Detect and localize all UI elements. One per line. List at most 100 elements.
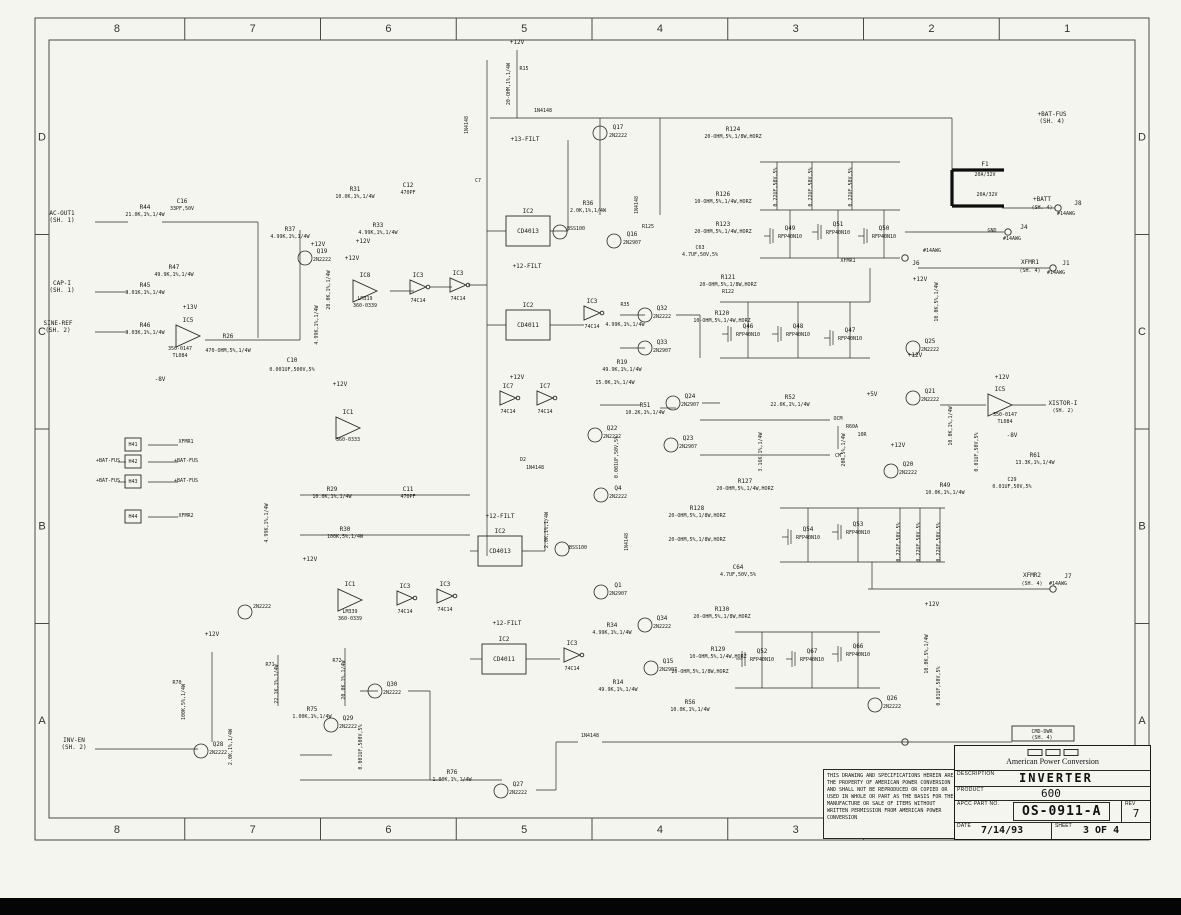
schematic-label: R127 (738, 478, 753, 485)
gate-ref: IC3 (440, 581, 451, 588)
schematic-label: 2N2222 (921, 347, 939, 353)
schematic-label: Q22 (607, 425, 618, 432)
schematic-label: RFP40N10 (750, 657, 774, 663)
schematic-label: Q50 (879, 225, 890, 232)
inverter-bubble (452, 593, 458, 599)
schematic-label: C10 (287, 357, 298, 364)
schematic-label: 0.22UF,50V,5% (936, 522, 942, 561)
ic-box (505, 215, 551, 247)
schematic-label: LM319 (357, 296, 372, 302)
part-number-value: OS-0911-A (1013, 802, 1111, 821)
opamp (337, 588, 364, 612)
schematic-label: H43 (128, 479, 137, 485)
schematic-label: (SH. 4) (1031, 735, 1052, 741)
gate-part: 74C14 (500, 409, 515, 415)
schematic-label: 0.22UF,50V,5% (773, 167, 779, 206)
schematic-label: +BAT-FUS (96, 458, 120, 464)
schematic-label: +13V (183, 304, 198, 311)
grid-label: 6 (385, 824, 391, 836)
schematic-label: J8 (1074, 200, 1082, 207)
schematic-label: INV-EN (63, 737, 85, 744)
schematic-label: Q32 (657, 305, 668, 312)
schematic-label: 360-0333 (336, 437, 360, 443)
connector-pin (1049, 585, 1057, 593)
gate-ref: IC7 (503, 383, 514, 390)
schematic-label: R45 (140, 282, 151, 289)
transistor-symbol (367, 683, 383, 699)
small-box (124, 454, 142, 469)
schematic-label: Q67 (807, 648, 818, 655)
schematic-label: 100K,5%,1/4W (181, 683, 187, 720)
schematic-label: Q19 (317, 248, 328, 255)
schematic-label: Q15 (663, 658, 674, 665)
schematic-label: R70 (172, 680, 181, 686)
schematic-label: R37 (285, 226, 296, 233)
schematic-label: +12V (356, 238, 371, 245)
schematic-label: Q46 (743, 323, 754, 330)
schematic-label: R19 (617, 359, 628, 366)
ic-part: CD4011 (493, 656, 515, 663)
schematic-label: Q54 (803, 526, 814, 533)
grid-label: 4 (657, 23, 663, 35)
schematic-label: J1 (1062, 260, 1070, 267)
schematic-label: 20-OHM,5%,1/8W,HORZ (699, 282, 756, 288)
schematic-label: 10-OHM,5%,1/4W,HORZ (689, 654, 746, 660)
schematic-label: 4.99K,1%,1/4W (264, 502, 270, 542)
schematic-label: R121 (721, 274, 736, 281)
schematic-label: 10.0K,1%,1/4W (670, 707, 710, 713)
schematic-label: 4.99K,1%,1/4W (592, 630, 632, 636)
transistor-symbol (193, 743, 209, 759)
schematic-label: 1N4148 (634, 196, 640, 214)
schematic-label: +12V (891, 442, 906, 449)
opamp-ref: IC1 (343, 409, 354, 416)
schematic-label: OCM (833, 416, 842, 422)
schematic-label: 21.0K,1%,1/4W (125, 212, 165, 218)
schematic-label: 15.0K,1%,1/4W (595, 380, 635, 386)
opamp (352, 279, 379, 303)
schematic-label: +12-FILT (493, 620, 522, 627)
schematic-label: 2N2222 (653, 624, 671, 630)
schematic-label: RFP40N10 (826, 230, 850, 236)
gate-part: 74C14 (584, 324, 599, 330)
schematic-label: R129 (711, 646, 726, 653)
schematic-label: 2N2907 (681, 402, 699, 408)
inverter-gate (563, 647, 582, 663)
connector-pin (901, 738, 909, 746)
transistor-symbol (237, 604, 253, 620)
inverter-gate (449, 277, 468, 293)
schematic-label: Q4 (614, 485, 622, 492)
schematic-label: Q53 (853, 521, 864, 528)
schematic-label: XFMR1 (1021, 259, 1039, 266)
part-number-label: APCC PART NO. (957, 801, 1000, 807)
schematic-label: Q30 (387, 681, 398, 688)
schematic-label: 2N2222 (609, 494, 627, 500)
schematic-label: 3.03K,1%,1/4W (125, 330, 165, 336)
schematic-label: 22.6K,1%,1/4W (770, 402, 810, 408)
schematic-label: R52 (785, 394, 796, 401)
gate-ref: IC7 (540, 383, 551, 390)
grid-label: 1 (1064, 23, 1070, 35)
grid-label: D (1138, 131, 1146, 143)
gate-ref: IC3 (400, 583, 411, 590)
grid-label: 3 (793, 824, 799, 836)
schematic-label: 20-OHM,5%,1/8W,HORZ (668, 537, 725, 543)
inverter-bubble (552, 395, 558, 401)
grid-label: 5 (521, 824, 527, 836)
schematic-label: +BAT-FUS (174, 458, 198, 464)
schematic-label: #14AWG (1049, 581, 1067, 587)
schematic-label: 1N4148 (464, 116, 470, 134)
gate-ref: IC3 (587, 298, 598, 305)
schematic-label: R76 (447, 769, 458, 776)
schematic-label: 350-0147 (993, 412, 1017, 418)
schematic-label: C7 (475, 178, 481, 184)
transistor-symbol (297, 250, 313, 266)
ic-ref: IC2 (523, 208, 534, 215)
description-row: DESCRIPTION INVERTER (955, 770, 1150, 787)
grid-label: 3 (793, 23, 799, 35)
schematic-label: Q1 (614, 582, 622, 589)
opamp (335, 416, 362, 440)
schematic-label: (SH. 2) (61, 744, 86, 751)
schematic-label: 2N2222 (509, 790, 527, 796)
transistor-symbol (665, 395, 681, 411)
gate-part: 74C14 (410, 298, 425, 304)
